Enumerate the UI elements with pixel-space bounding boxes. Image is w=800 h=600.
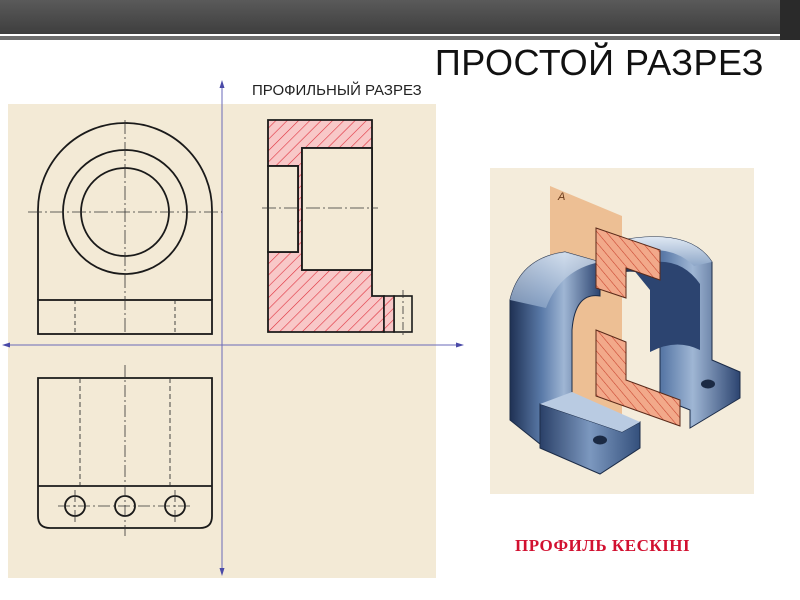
- profile-section: [262, 119, 413, 338]
- profile-section-bore: [301, 147, 373, 271]
- model-right-base-hole: [701, 379, 715, 389]
- slide-subtitle: ПРОФИЛЬНЫЙ РАЗРЕЗ: [252, 82, 422, 99]
- profile-caption-kz: ПРОФИЛЬ КЕСКІНІ: [515, 536, 691, 555]
- model-left-half: [509, 251, 641, 475]
- cutting-plane-label: А: [557, 191, 565, 203]
- slide-top-bar-edge: [780, 0, 800, 40]
- model-right-bore: [632, 261, 700, 352]
- front-view-centerlines: [28, 120, 222, 332]
- model-section-face-bottom: [595, 329, 681, 427]
- profile-section-hole-wall: [383, 295, 395, 333]
- top-view-outline: [37, 377, 213, 529]
- top-view-centerlines: [58, 365, 192, 536]
- horizontal-axis-arrow-right: [456, 342, 464, 348]
- vertical-axis-arrow-top: [219, 80, 225, 88]
- model-right-half: [595, 227, 741, 429]
- model-section-face-top: [595, 227, 661, 299]
- model-left-base-hole: [593, 435, 607, 445]
- slide-title: ПРОСТОЙ РАЗРЕЗ: [434, 42, 764, 83]
- vertical-axis-arrow-bottom: [219, 568, 225, 576]
- top-view-hidden-lines: [79, 378, 171, 486]
- model-left-base-top: [540, 392, 640, 432]
- horizontal-axis-arrow-left: [2, 342, 10, 348]
- slide-top-bar: [0, 0, 800, 34]
- slide-top-bar-rule: [0, 36, 800, 40]
- front-view-hidden-holes: [74, 300, 176, 334]
- profile-section-opening: [267, 165, 299, 253]
- model-left-top: [510, 252, 600, 308]
